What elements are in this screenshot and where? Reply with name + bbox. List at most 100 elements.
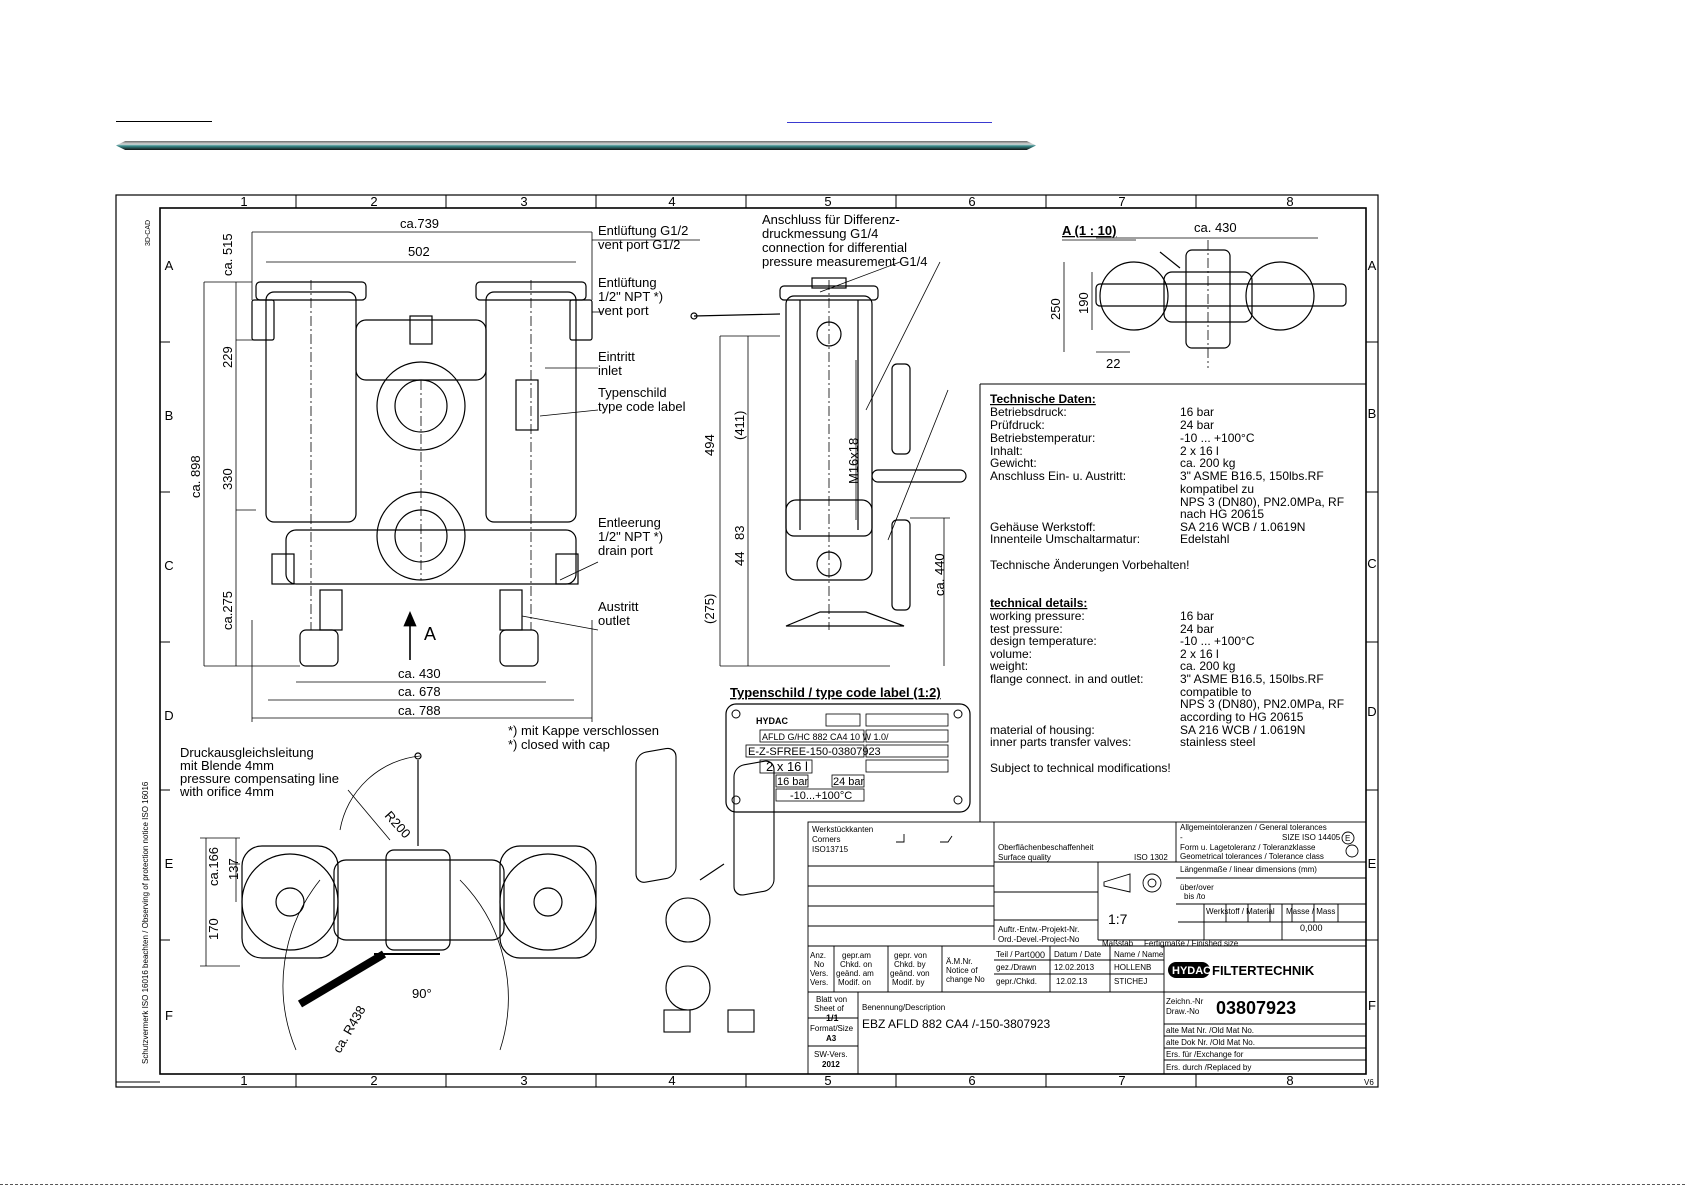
isometric-view xyxy=(635,747,775,1033)
tb-tol-e: E xyxy=(1345,834,1350,843)
type-label-plate: Typenschild / type code label (1:2) HYDA… xyxy=(725,685,971,813)
top-view xyxy=(241,752,597,1008)
tb-tol-size: SIZE ISO 14405 xyxy=(1282,833,1341,842)
tech-de-note: Technische Änderungen Vorbehalten! xyxy=(990,558,1189,572)
callout-outlet-en: outlet xyxy=(598,613,630,628)
tb-hdr-notice-2: Notice of xyxy=(946,966,978,975)
plate-volume: 2 x 16 l xyxy=(766,759,808,774)
tb-drawn-date: 12.02.2013 xyxy=(1054,963,1095,972)
tb-tol-general: Allgemeintoleranzen / General tolerances xyxy=(1180,823,1327,832)
pressure-line-2: mit Blende 4mm xyxy=(180,758,274,773)
column-labels-bottom: 1 2 3 4 5 6 7 8 xyxy=(240,1073,1293,1088)
row-label-f: F xyxy=(1368,998,1376,1013)
tb-hdr-chk-3: geänd. am xyxy=(836,969,874,978)
tb-hdr-notice-3: change No xyxy=(946,975,985,984)
tech-en-value: NPS 3 (DN80), PN2.0MPa, RF xyxy=(1180,697,1344,711)
tech-en-value: 3" ASME B16.5, 150lbs.RF xyxy=(1180,672,1324,686)
tb-sheet-en: Sheet of xyxy=(814,1004,845,1013)
tb-sheet-de: Blatt von xyxy=(816,995,847,1004)
tech-de-label: Inhalt: xyxy=(990,444,1023,458)
tb-sheet-value: 1/1 xyxy=(826,1013,839,1023)
tb-hdr-chk-1: gepr.am xyxy=(842,951,871,960)
tech-en-value: stainless steel xyxy=(1180,735,1255,749)
dim-229: 229 xyxy=(220,346,235,368)
callout-vent-npt-de: Entlüftung xyxy=(598,275,657,290)
plate-brand: HYDAC xyxy=(756,716,789,726)
tech-de-label: Gehäuse Werkstoff: xyxy=(990,520,1096,534)
tech-en-value: 24 bar xyxy=(1180,622,1214,636)
col-label-1: 1 xyxy=(240,194,247,209)
tb-tol-length: Längenmaße / linear dimensions (mm) xyxy=(1180,865,1317,874)
tb-checked-label: gepr./Chkd. xyxy=(996,977,1037,986)
tb-surface-std: ISO 1302 xyxy=(1134,853,1168,862)
column-labels-top: 1 2 3 4 5 6 7 8 xyxy=(240,194,1293,209)
tech-en-value: compatible to xyxy=(1180,685,1252,699)
tb-hdr-by-3: geänd. von xyxy=(890,969,930,978)
tech-de-value: 16 bar xyxy=(1180,405,1214,419)
view-a-dim-250: 250 xyxy=(1048,298,1063,320)
plate-temperature: -10...+100°C xyxy=(790,790,852,802)
pressure-line-3: pressure compensating line xyxy=(180,771,339,786)
tb-old-mat: alte Mat Nr. /Old Mat No. xyxy=(1166,1026,1254,1035)
tech-en-label: flange connect. in and outlet: xyxy=(990,672,1143,686)
row-label-c: C xyxy=(164,558,173,573)
tb-finished-size: Fertigmaße / Finished size xyxy=(1144,939,1239,948)
side-view-dimensions xyxy=(719,261,950,667)
tech-en-note: Subject to technical modifications! xyxy=(990,761,1171,775)
version-mark: V6 xyxy=(1364,1078,1374,1087)
tech-en-value: 16 bar xyxy=(1180,609,1214,623)
dim-411: (411) xyxy=(732,411,747,440)
row-label-b: B xyxy=(165,408,174,423)
header-link-underline[interactable] xyxy=(787,122,992,123)
dim-502: 502 xyxy=(408,244,430,259)
tb-surface-en: Surface quality xyxy=(998,853,1051,862)
tech-en-label: test pressure: xyxy=(990,622,1063,636)
tb-scale-label: Maßstab xyxy=(1102,939,1134,948)
tech-en-label: weight: xyxy=(989,659,1028,673)
col-label-5: 5 xyxy=(824,1073,831,1088)
tech-de-value: 3" ASME B16.5, 150lbs.RF xyxy=(1180,469,1324,483)
company-logo-pill xyxy=(1168,962,1210,978)
tech-de-value: nach HG 20615 xyxy=(1180,507,1264,521)
header-banner xyxy=(116,141,1036,150)
view-a-dimensions xyxy=(1062,237,1318,353)
callout-outlet-de: Austritt xyxy=(598,599,639,614)
tech-en-label: inner parts transfer valves: xyxy=(990,735,1131,749)
tb-over-en: bis /to xyxy=(1184,892,1206,901)
tb-checked-date: 12.02.13 xyxy=(1056,977,1088,986)
dim-170: 170 xyxy=(206,918,221,940)
side-view-labels: Anschluss für Differenz- druckmessung G1… xyxy=(702,212,947,624)
tb-format-value: A3 xyxy=(826,1034,837,1043)
view-a-dim-190: 190 xyxy=(1076,292,1091,314)
dim-739: ca.739 xyxy=(400,216,439,231)
tech-de-value: -10 ... +100°C xyxy=(1180,431,1255,445)
tb-scale-value: 1:7 xyxy=(1108,911,1128,927)
tech-de-value: 2 x 16 l xyxy=(1180,444,1219,458)
tech-data-en: technical details: working pressure:16 b… xyxy=(989,596,1344,775)
tech-en-value: ca. 200 kg xyxy=(1180,659,1235,673)
callout-vent-g12-en: vent port G1/2 xyxy=(598,237,680,252)
dim-90-degrees: 90° xyxy=(412,986,432,1001)
callout-typelabel-en: type code label xyxy=(598,399,686,414)
col-label-4: 4 xyxy=(668,194,675,209)
tb-edges-std: ISO13715 xyxy=(812,845,849,854)
tb-company-suffix: FILTERTECHNIK xyxy=(1212,963,1315,978)
callout-drain-de: Entleerung xyxy=(598,515,661,530)
tb-hdr-chk-4: Modif. on xyxy=(838,978,871,987)
tb-company: HYDAC xyxy=(1172,965,1211,977)
tech-de-label: Prüfdruck: xyxy=(990,418,1045,432)
row-label-a: A xyxy=(1368,258,1377,273)
tb-order-en: Ord.-Devel.-Project-No xyxy=(998,935,1080,944)
col-label-3: 3 xyxy=(520,194,527,209)
col-label-2: 2 xyxy=(370,194,377,209)
top-view-dimensions xyxy=(200,755,509,1051)
side-label-cad: 3D-CAD xyxy=(145,220,152,246)
tb-drawno-de: Zeichn.-Nr xyxy=(1166,997,1204,1006)
dim-44: 44 xyxy=(732,552,747,566)
col-label-8: 8 xyxy=(1286,194,1293,209)
tb-hdr-vers-1: Vers. xyxy=(810,969,828,978)
row-label-a: A xyxy=(165,258,174,273)
callout-vent-npt-en: vent port xyxy=(598,303,649,318)
tb-order-de: Auftr.-Entw.-Projekt-Nr. xyxy=(998,925,1079,934)
tb-old-doc: alte Dok Nr. /Old Mat No. xyxy=(1166,1038,1255,1047)
